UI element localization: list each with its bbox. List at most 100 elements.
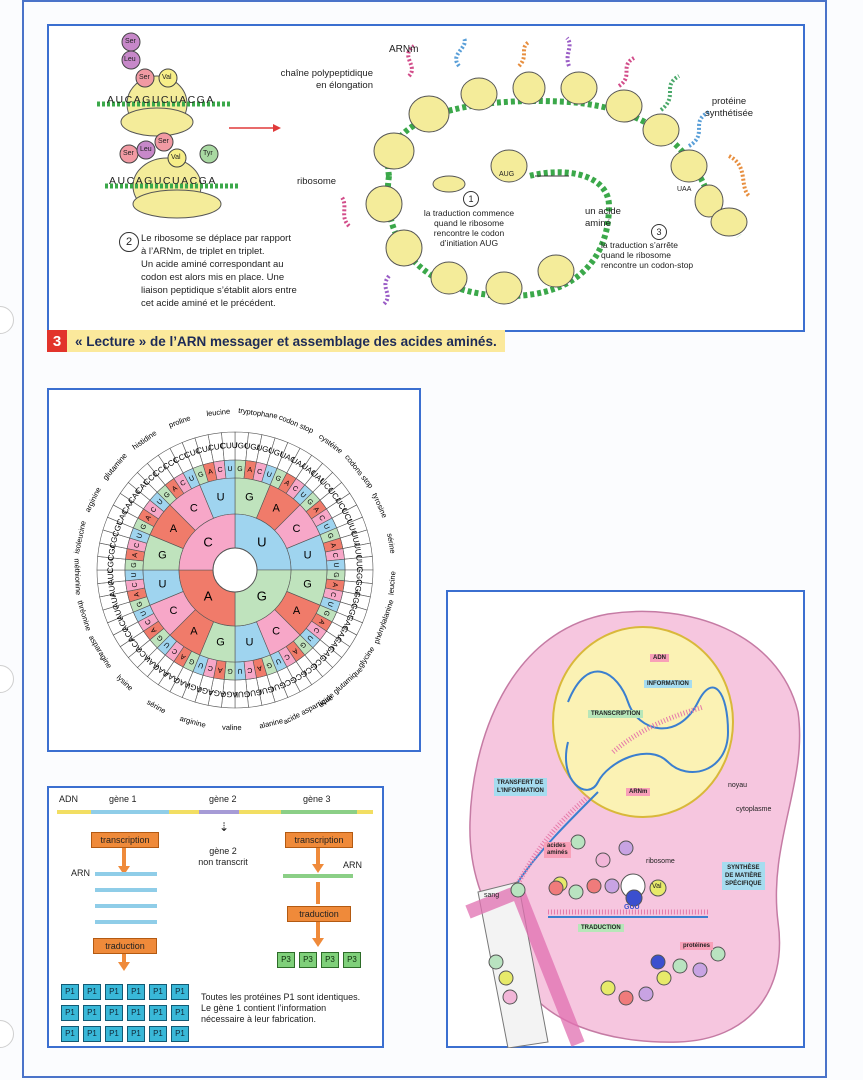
aminoacid-label: tyrosine xyxy=(370,492,389,520)
step2-number: 2 xyxy=(119,232,139,252)
protein-p1: P1 xyxy=(83,1026,101,1042)
transcription-box-1: transcription xyxy=(91,832,159,848)
protein-p1: P1 xyxy=(127,1005,145,1021)
protein-p1: P1 xyxy=(105,1026,123,1042)
tag-information: INFORMATION xyxy=(644,680,692,688)
aminoacid-label: leucine xyxy=(206,407,231,418)
genes-panel: ADN gène 1 gène 2 gène 3 transcription A… xyxy=(47,786,384,1048)
arrow-down-icon xyxy=(312,864,324,873)
label-arn-3: ARN xyxy=(343,860,362,871)
aminoacid-label: leucine xyxy=(386,571,397,595)
rna-copy xyxy=(95,920,157,924)
gene1-segment xyxy=(91,810,169,814)
protein-p1: P1 xyxy=(83,984,101,1000)
second-base-label: U xyxy=(304,549,312,561)
binder-hole xyxy=(0,306,14,334)
protein-p3: P3 xyxy=(321,952,339,968)
aa-label-leu: Leu xyxy=(140,146,152,154)
aminoacid-label: histidine xyxy=(131,428,159,451)
aminoacid-label: glutamine xyxy=(101,451,129,482)
tag-proteines: protéines xyxy=(680,942,713,950)
label-ribosome: ribosome xyxy=(297,176,336,187)
genes-note: Toutes les protéines P1 sont identiques.… xyxy=(201,992,360,1025)
third-base-label: G xyxy=(237,466,243,473)
protein-p1: P1 xyxy=(149,1005,167,1021)
tag-acides-amines: acidesaminés xyxy=(544,842,571,858)
protein-p1: P1 xyxy=(171,984,189,1000)
binder-hole xyxy=(0,1020,14,1048)
third-base-label: C xyxy=(247,666,253,674)
step3-text: la traduction s’arrêtequand le ribosome … xyxy=(601,240,693,270)
translation-panel: AUCAGUCUACGA AUCAGUCUACGA Ser Leu Ser Va… xyxy=(47,24,805,332)
aa-label-leu: Leu xyxy=(124,56,136,64)
label-arn-1: ARN xyxy=(71,868,90,879)
aminoacid-label: lysine xyxy=(115,673,135,693)
aminoacid-label: codon stop xyxy=(278,413,315,435)
tag-arnm: ARNm xyxy=(626,788,650,796)
third-base-label: G xyxy=(332,572,339,578)
arrow-down-icon xyxy=(118,962,130,971)
first-base-label: U xyxy=(257,535,266,550)
protein-p1: P1 xyxy=(61,984,79,1000)
tag-adn: ADN xyxy=(650,654,669,662)
tag-traduction: TRADUCTION xyxy=(578,924,624,932)
third-base-label: C xyxy=(331,552,339,558)
tag-synthese: SYNTHÈSEDE MATIÈRESPÉCIFIQUE xyxy=(722,862,765,890)
figure-title: 3 « Lecture » de l’ARN messager et assem… xyxy=(47,330,505,352)
second-base-label: C xyxy=(293,523,301,535)
protein-p1: P1 xyxy=(61,1005,79,1021)
protein-p1: P1 xyxy=(61,1026,79,1042)
rna-gene3 xyxy=(283,874,353,878)
figure-caption: « Lecture » de l’ARN messager et assembl… xyxy=(67,330,505,352)
traduction-box-3: traduction xyxy=(287,906,351,922)
mrna-sequence-bottom: AUCAGUCUACGA xyxy=(109,175,217,187)
second-base-label: U xyxy=(217,491,225,503)
protein-p1: P1 xyxy=(149,984,167,1000)
step2-text: Le ribosome se déplace par rapportà l’AR… xyxy=(141,232,297,310)
ribosome-bottom-left xyxy=(105,158,239,218)
aa-label-val: Val xyxy=(171,154,181,162)
aa-label-ser: Ser xyxy=(139,74,150,82)
label-arnm: ARNm xyxy=(389,44,418,55)
aa-label-ser: Ser xyxy=(123,150,134,158)
arrow-shaft xyxy=(122,848,126,866)
rna-copy xyxy=(95,888,157,892)
protein-p3: P3 xyxy=(277,952,295,968)
protein-p1: P1 xyxy=(171,1005,189,1021)
label-noyau: noyau xyxy=(728,782,747,790)
gene2-segment xyxy=(199,810,239,814)
aminoacid-label: proline xyxy=(167,413,191,429)
second-base-label: G xyxy=(303,578,312,590)
label-cytoplasme: cytoplasme xyxy=(736,806,771,814)
step3-number: 3 xyxy=(651,224,667,240)
codon-wheel-panel: UGGGUGAAUGCCUGUUUAGGUAAAUACCUAUUUCGGUCAA… xyxy=(47,388,421,752)
protein-p1: P1 xyxy=(105,984,123,1000)
protein-p3: P3 xyxy=(343,952,361,968)
codon-aug: AUG xyxy=(499,171,514,179)
third-base-label: G xyxy=(131,562,138,568)
aminoacid-label: sérine xyxy=(385,533,397,555)
protein-p1: P1 xyxy=(149,1026,167,1042)
aminoacid-label: phénylalanine xyxy=(372,598,396,645)
traduction-box-1: traduction xyxy=(93,938,157,954)
codon-uaa: UAA xyxy=(677,186,691,194)
second-base-label: A xyxy=(293,605,301,617)
third-base-label: C xyxy=(217,467,223,475)
step1-number: 1 xyxy=(463,191,479,207)
protein-p1: P1 xyxy=(127,984,145,1000)
cell-diagram xyxy=(448,592,805,1048)
label-gene3: gène 3 xyxy=(303,794,331,805)
protein-p1: P1 xyxy=(127,1026,145,1042)
second-base-label: A xyxy=(272,502,280,514)
binder-hole xyxy=(0,665,14,693)
aminoacid-label: arginine xyxy=(83,486,103,514)
gene2-note: gène 2non transcrit xyxy=(193,846,253,868)
third-base-label: C xyxy=(132,582,140,588)
figure-number: 3 xyxy=(47,330,67,352)
aminoacid-label: asparagine xyxy=(87,634,114,670)
label-ribosome: ribosome xyxy=(646,858,675,866)
label-gene1: gène 1 xyxy=(109,794,137,805)
